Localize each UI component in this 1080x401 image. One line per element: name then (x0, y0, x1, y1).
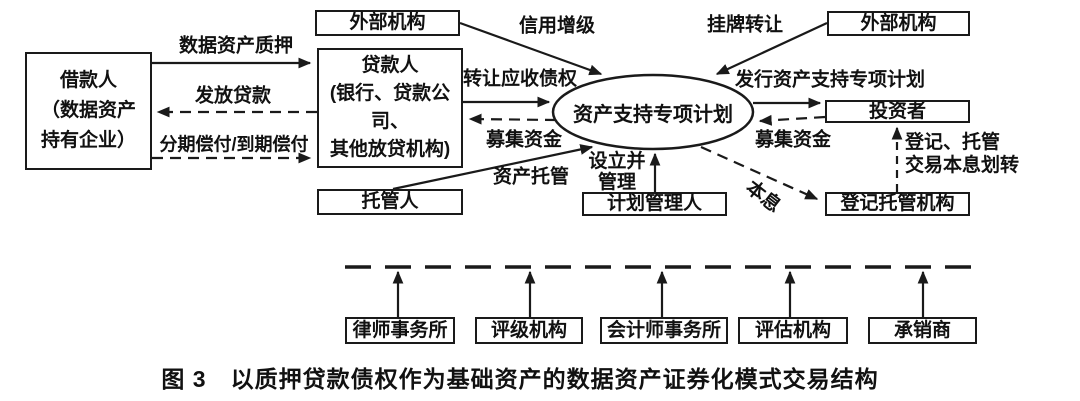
label-listing-transfer: 挂牌转让 (706, 14, 784, 36)
label-grant-loan: 发放贷款 (194, 85, 272, 107)
node-registrar: 登记托管机构 (825, 192, 970, 216)
edge-principal-interest-arrow (700, 145, 819, 201)
edge-asset-custody-arrow (392, 144, 594, 191)
node-plan-manager: 计划管理人 (582, 192, 727, 216)
figure-caption: 图 3 以质押贷款债权作为基础资产的数据资产证券化模式交易结构 (161, 366, 879, 392)
node-rating-agency: 评级机构 (475, 317, 583, 344)
edge-raised-funds-right-arrow (758, 114, 826, 126)
label-raised-funds-left: 募集资金 (485, 129, 563, 151)
node-appraisal-agency: 评估机构 (738, 317, 848, 344)
spv-ellipse (551, 73, 755, 151)
label-issue-plan: 发行资产支持专项计划 (734, 69, 926, 91)
label-register-custody: 登记、托管 交易本息划转 (905, 132, 1020, 176)
label-transfer-receivables: 转让应收债权 (462, 68, 578, 90)
node-spv-label: 资产支持专项计划 (573, 103, 733, 126)
edge-listing-transfer-arrow (715, 22, 828, 75)
label-raised-funds-right: 募集资金 (754, 129, 832, 151)
node-borrower: 借款人 （数据资产 持有企业） (25, 52, 152, 170)
label-pledge: 数据资产质押 (178, 35, 294, 57)
node-investor: 投资者 (825, 100, 970, 123)
node-law-firm: 律师事务所 (345, 317, 455, 344)
node-accounting-firm: 会计师事务所 (600, 317, 728, 344)
label-asset-custody: 资产托管 (492, 166, 570, 188)
label-repayment: 分期偿付/到期偿付 (159, 134, 309, 155)
node-external-institution-right: 外部机构 (827, 11, 970, 36)
edge-credit-enhancement-arrow (459, 21, 603, 76)
node-custodian: 托管人 (317, 189, 463, 215)
node-lender: 贷款人 (银行、贷款公司、 其他放贷机构) (317, 48, 463, 168)
node-underwriter: 承销商 (868, 317, 977, 344)
node-external-institution-left: 外部机构 (315, 10, 460, 36)
label-setup-manage: 设立并 管理 (588, 151, 646, 193)
edge-raised-funds-left-arrow (468, 113, 557, 125)
label-credit-enhancement: 信用增级 (518, 15, 596, 37)
